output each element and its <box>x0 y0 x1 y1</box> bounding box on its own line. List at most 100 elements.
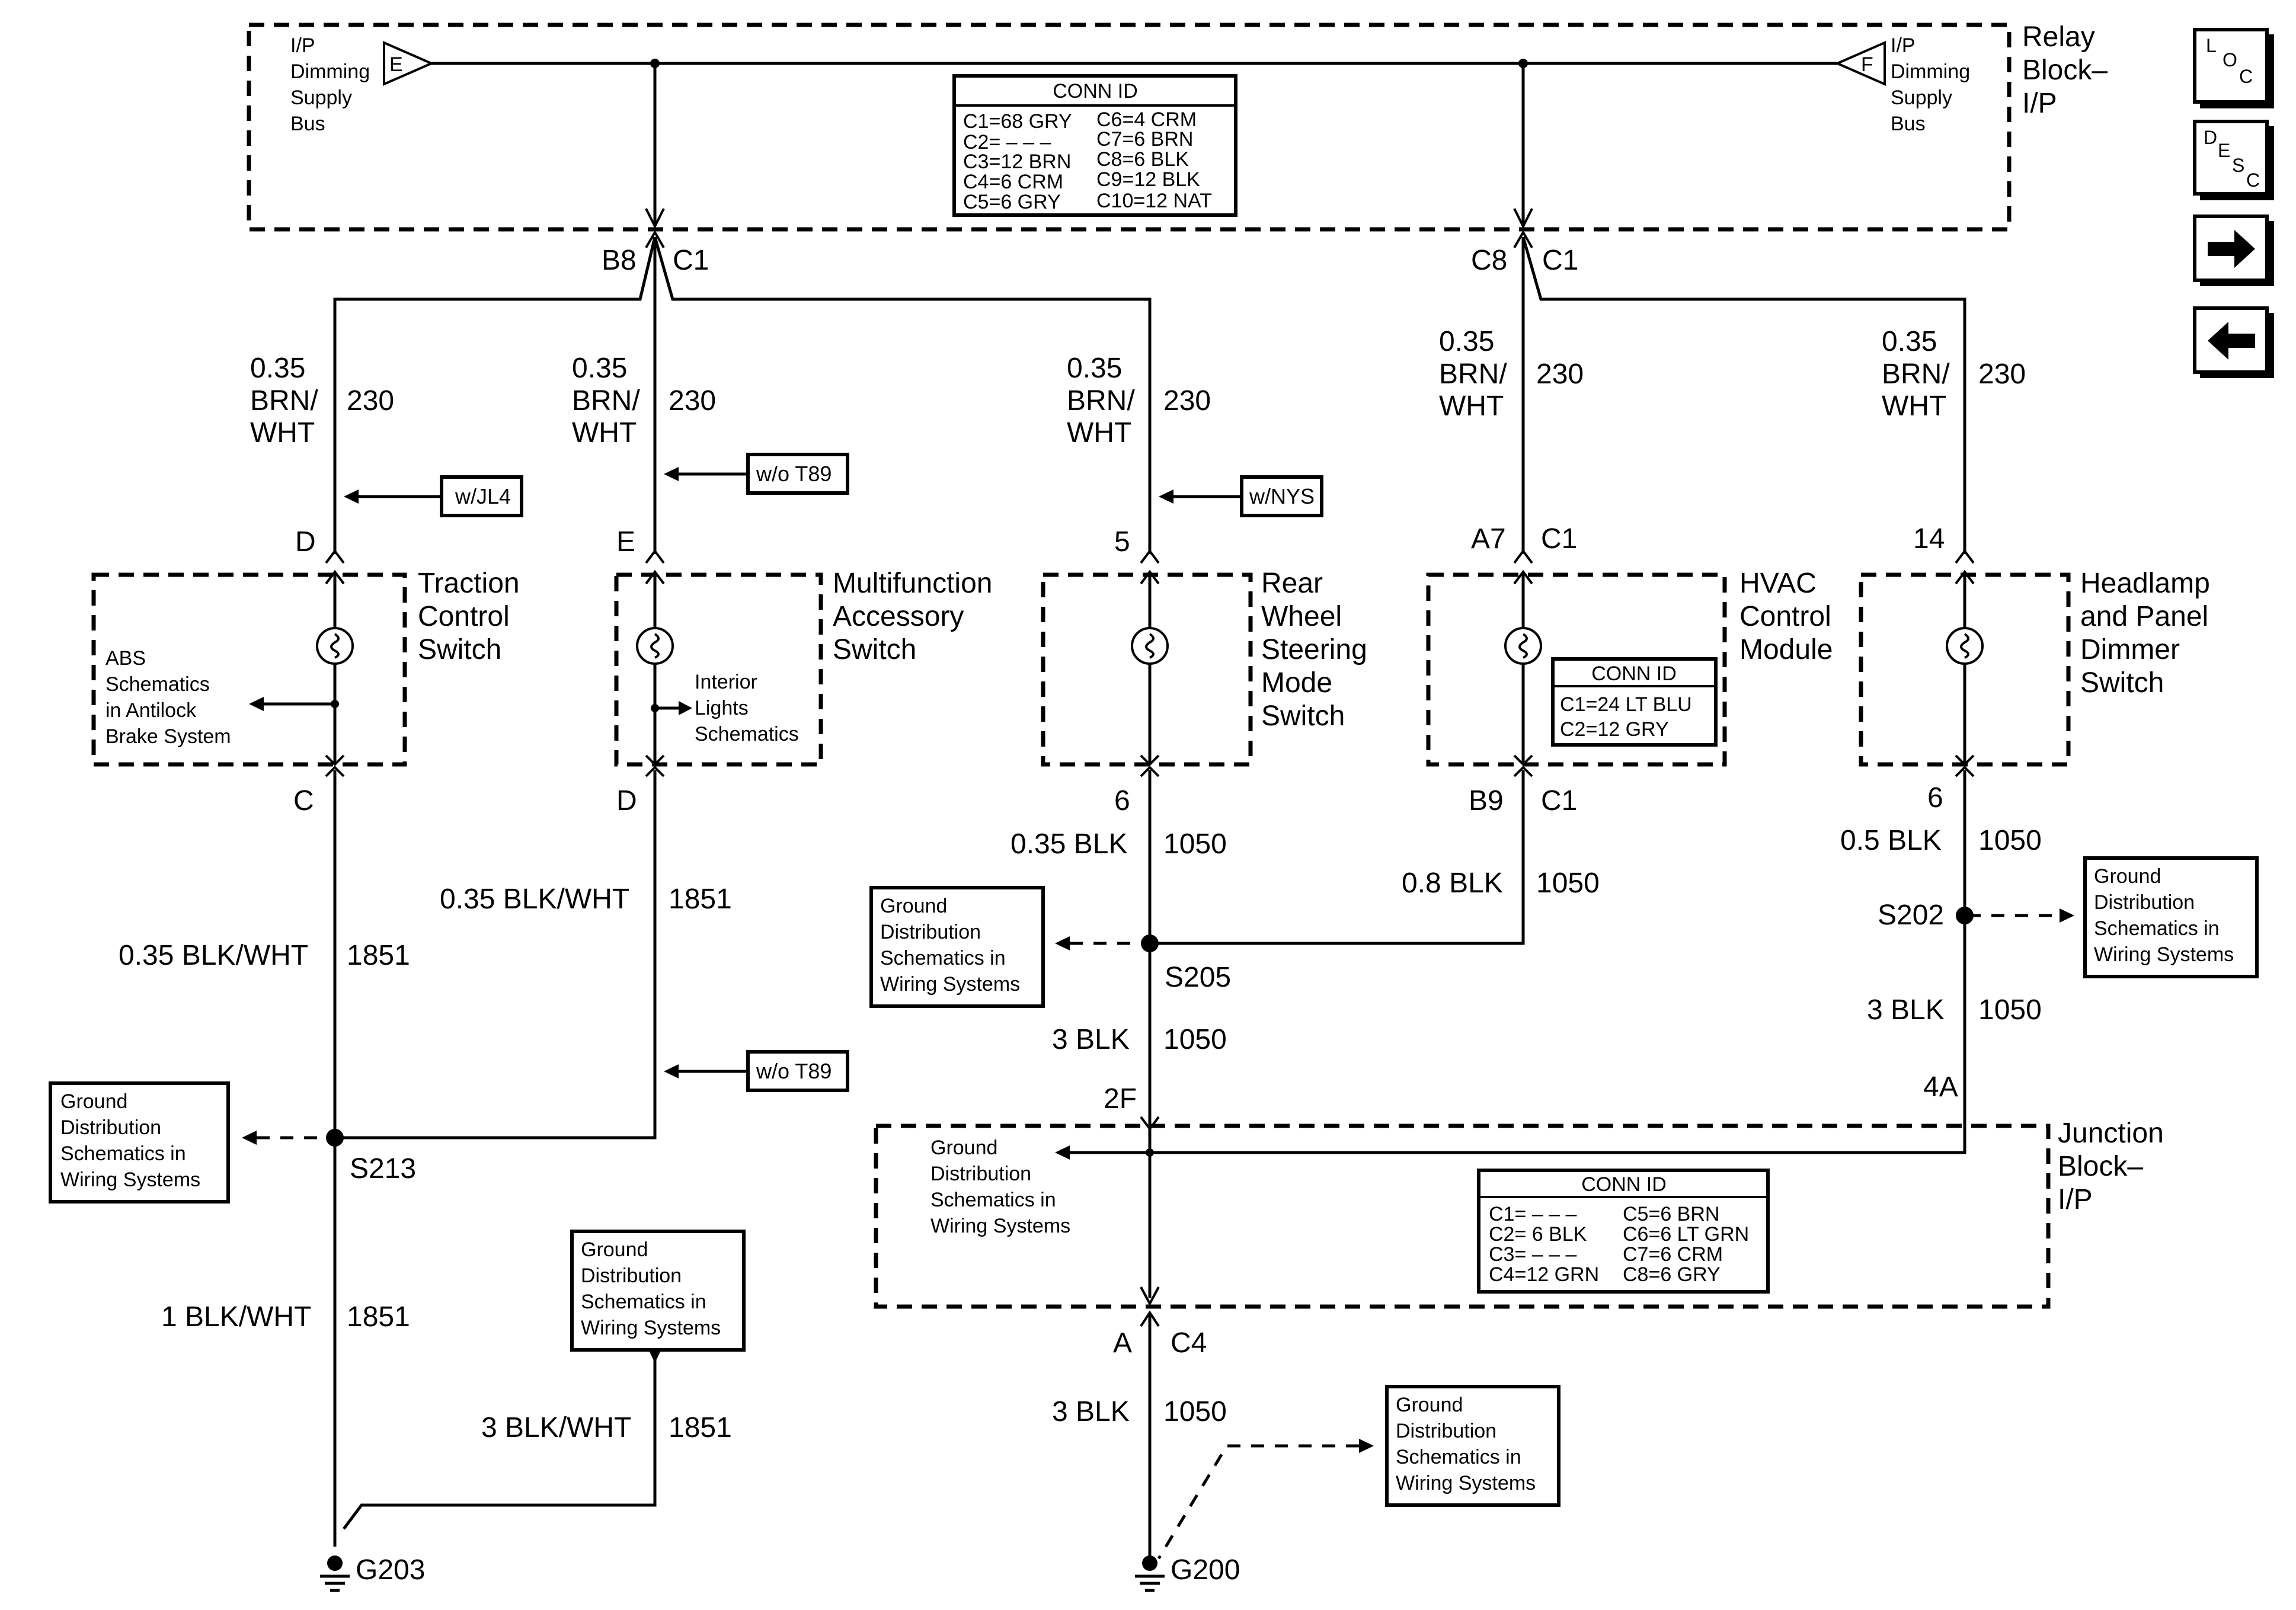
svg-text:Switch: Switch <box>833 634 916 665</box>
svg-text:Distribution: Distribution <box>1396 1420 1496 1442</box>
relay-conn-c2: C2= – – – <box>963 131 1051 153</box>
svg-text:C7=6 CRM: C7=6 CRM <box>1623 1243 1723 1266</box>
svg-text:E: E <box>2218 140 2230 161</box>
svg-text:w/o T89: w/o T89 <box>756 462 832 486</box>
svg-text:3 BLK: 3 BLK <box>1867 994 1945 1026</box>
desc-button[interactable]: D E S C <box>2193 120 2274 200</box>
svg-text:6: 6 <box>1114 785 1130 817</box>
right-bus-label-4: Bus <box>1891 113 1926 135</box>
relay-conn-c8: C8=6 BLK <box>1096 148 1189 171</box>
svg-text:Switch: Switch <box>2080 667 2164 699</box>
svg-text:L: L <box>2206 35 2217 56</box>
svg-text:Steering: Steering <box>1261 634 1367 665</box>
svg-text:Schematics in: Schematics in <box>880 947 1006 969</box>
label-rear-1050: 0.35 BLK 1050 <box>1011 828 1227 860</box>
svg-text:C1: C1 <box>1541 523 1577 555</box>
ground-note-g203: Ground Distribution Schematics in Wiring… <box>343 1230 746 1530</box>
next-button[interactable] <box>2193 215 2274 286</box>
svg-text:0.35: 0.35 <box>250 353 305 384</box>
svg-text:Wiring Systems: Wiring Systems <box>930 1215 1070 1237</box>
svg-text:230: 230 <box>347 385 394 417</box>
svg-text:Traction: Traction <box>418 568 520 599</box>
svg-text:1050: 1050 <box>1163 1396 1227 1427</box>
wire-label-hvac-230: 0.35 BRN/ WHT 230 <box>1439 326 1584 422</box>
relay-conn-c6: C6=4 CRM <box>1096 108 1197 131</box>
svg-text:14: 14 <box>1913 523 1945 555</box>
svg-text:Wheel: Wheel <box>1261 601 1342 632</box>
label-jb-down-1050: 3 BLK 1050 <box>1052 1396 1227 1427</box>
svg-text:WHT: WHT <box>1439 391 1504 422</box>
left-bus-label-3: Supply <box>290 87 352 109</box>
svg-text:0.35: 0.35 <box>572 353 627 384</box>
svg-text:C: C <box>2246 169 2260 191</box>
wire-label-rear-230: 0.35 BRN/ WHT 230 <box>1067 353 1211 449</box>
relay-block-name-line1: Relay <box>2022 21 2095 53</box>
junction-block: 2F 4A Ground Distribution Schematics in … <box>874 1071 2164 1309</box>
splice-s202: S202 <box>1878 900 1944 931</box>
svg-text:Switch: Switch <box>418 634 501 665</box>
previous-arrow-icon <box>2208 322 2255 360</box>
svg-text:WHT: WHT <box>1882 391 1946 422</box>
svg-text:0.35 BLK: 0.35 BLK <box>1011 828 1127 860</box>
svg-text:230: 230 <box>1536 359 1584 390</box>
svg-text:O: O <box>2223 49 2237 71</box>
pin-b8: B8 <box>602 245 637 276</box>
svg-text:BRN/: BRN/ <box>1067 385 1135 417</box>
svg-text:C4=12 GRN: C4=12 GRN <box>1489 1263 1599 1286</box>
relay-conn-title: CONN ID <box>1053 80 1138 103</box>
svg-text:Block–: Block– <box>2058 1151 2143 1182</box>
svg-text:0.5 BLK: 0.5 BLK <box>1840 825 1942 856</box>
left-bus-label-1: I/P <box>290 34 315 57</box>
pin-b8-conn: C1 <box>673 245 709 276</box>
ground-note-s205: Ground Distribution Schematics in Wiring… <box>869 886 1147 1008</box>
svg-text:Module: Module <box>1739 634 1833 665</box>
svg-text:Mode: Mode <box>1261 667 1332 699</box>
svg-text:2F: 2F <box>1104 1083 1137 1115</box>
label-rear-3blk: 3 BLK 1050 <box>1052 1024 1227 1055</box>
svg-text:WHT: WHT <box>572 417 637 449</box>
svg-text:Ground: Ground <box>1396 1394 1463 1416</box>
left-bus-pin: E <box>389 53 403 76</box>
label-g203-right-1851: 3 BLK/WHT 1851 <box>481 1412 732 1443</box>
svg-text:CONN ID: CONN ID <box>1581 1173 1667 1196</box>
svg-text:Distribution: Distribution <box>581 1265 682 1287</box>
svg-text:C8=6 GRY: C8=6 GRY <box>1623 1263 1721 1286</box>
svg-text:1851: 1851 <box>669 884 732 915</box>
svg-text:230: 230 <box>1163 385 1211 417</box>
svg-text:C3= – – –: C3= – – – <box>1489 1243 1576 1266</box>
svg-text:230: 230 <box>1978 359 2026 390</box>
svg-text:HVAC: HVAC <box>1739 568 1817 599</box>
svg-text:Schematics in: Schematics in <box>2094 917 2220 940</box>
svg-text:Distribution: Distribution <box>930 1163 1031 1185</box>
svg-text:BRN/: BRN/ <box>1439 359 1507 390</box>
svg-text:BRN/: BRN/ <box>1882 359 1950 390</box>
svg-text:1050: 1050 <box>1978 825 2042 856</box>
svg-text:0.35 BLK/WHT: 0.35 BLK/WHT <box>440 884 629 915</box>
relay-conn-id-table: CONN ID C1=68 GRY C2= – – – C3=12 BRN C4… <box>952 74 1237 217</box>
svg-text:0.35: 0.35 <box>1439 326 1494 357</box>
loc-button[interactable]: L O C <box>2193 28 2274 108</box>
svg-text:B9: B9 <box>1469 785 1504 817</box>
next-arrow-icon <box>2208 230 2255 268</box>
right-bus-pin: F <box>1861 53 1873 76</box>
svg-text:Schematics in: Schematics in <box>930 1189 1056 1211</box>
ground-note-s202: Ground Distribution Schematics in Wiring… <box>1968 856 2259 978</box>
svg-text:BRN/: BRN/ <box>572 385 640 417</box>
svg-text:Wiring Systems: Wiring Systems <box>880 973 1020 996</box>
label-head-3blk: 3 BLK 1050 <box>1867 994 2042 1026</box>
svg-text:1851: 1851 <box>347 1301 410 1333</box>
svg-text:BRN/: BRN/ <box>250 385 318 417</box>
label-head-1050: 0.5 BLK 1050 <box>1840 825 2042 856</box>
rear-wheel-steering-mode-switch: 5 Rear Wheel Steering Mode Switch 6 <box>1041 526 1367 817</box>
svg-text:Schematics: Schematics <box>105 673 210 696</box>
svg-text:Ground: Ground <box>930 1137 997 1159</box>
svg-text:3 BLK: 3 BLK <box>1052 1396 1130 1427</box>
relay-conn-c3: C3=12 BRN <box>963 151 1071 173</box>
svg-text:0.35: 0.35 <box>1882 326 1937 357</box>
previous-button[interactable] <box>2193 306 2274 378</box>
svg-text:Dimmer: Dimmer <box>2080 634 2180 665</box>
svg-text:1050: 1050 <box>1978 994 2042 1026</box>
svg-text:1050: 1050 <box>1163 1024 1227 1055</box>
left-bus-label-4: Bus <box>290 113 325 135</box>
